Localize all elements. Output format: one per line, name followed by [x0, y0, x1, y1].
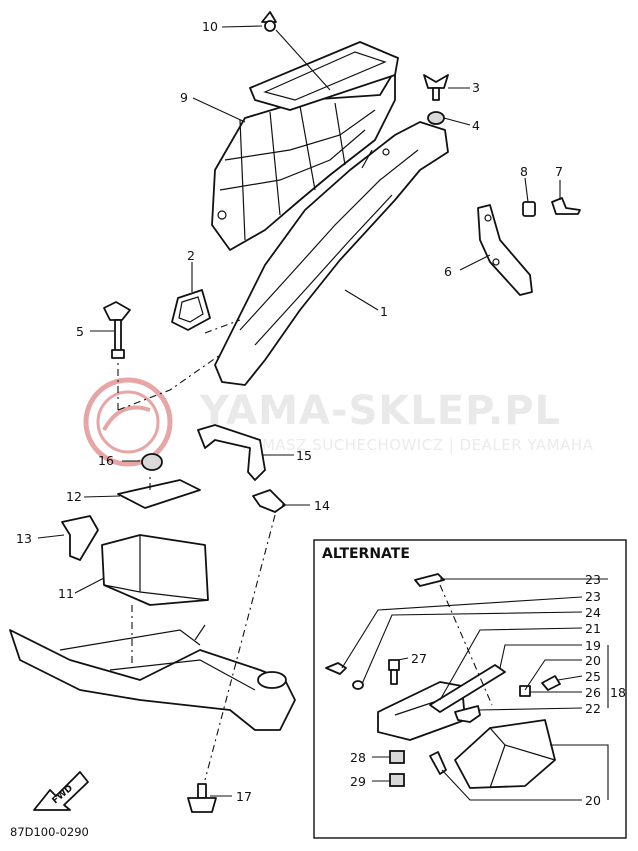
alt-callout-24: 24 — [585, 605, 601, 620]
part-bracket-12 — [117, 479, 201, 509]
part-strap-15 — [197, 424, 266, 481]
alt-callout-25: 25 — [585, 669, 601, 684]
alt-callout-19: 19 — [585, 638, 601, 653]
watermark-subtitle: TOMASZ SUCHECHOWICZ | DEALER YAMAHA — [239, 436, 594, 454]
alt-callout-18: 18 — [610, 685, 626, 700]
callout-15: 15 — [296, 448, 312, 463]
watermark-title: YAMA-SKLEP.PL — [199, 388, 561, 434]
alt-callout-29: 29 — [350, 774, 366, 789]
part-wing-bolt-10 — [261, 11, 277, 32]
alt-part-bolt-23 — [325, 662, 347, 675]
alt-part-battery-box — [454, 719, 556, 789]
callout-14: 14 — [314, 498, 330, 513]
alt-callout-20b: 20 — [585, 793, 601, 808]
alt-part-clip-22 — [454, 705, 481, 723]
alternate-section: ALTERNATE — [313, 539, 627, 839]
part-duct-1 — [214, 121, 449, 386]
callout-3: 3 — [472, 80, 480, 95]
alt-part-rail-19 — [429, 664, 506, 713]
watermark: YAMA-SKLEP.PL TOMASZ SUCHECHOWICZ | DEAL… — [83, 377, 594, 467]
part-frame — [9, 624, 296, 731]
callout-7: 7 — [555, 164, 563, 179]
callout-2: 2 — [187, 248, 195, 263]
alt-part-screw-25 — [541, 675, 561, 691]
part-screw-7 — [551, 197, 581, 215]
part-battery-11 — [101, 534, 209, 606]
part-bracket-13 — [61, 515, 99, 561]
callout-11: 11 — [58, 586, 74, 601]
part-grommet-16 — [141, 453, 163, 471]
part-nut-8 — [522, 201, 536, 217]
alt-callout-23b: 23 — [585, 589, 601, 604]
part-clip-14 — [252, 489, 286, 513]
callout-16: 16 — [98, 453, 114, 468]
alt-part-screw-20 — [429, 751, 447, 775]
callouts: 10 9 3 4 8 7 2 6 1 5 16 15 12 14 13 11 1… — [10, 19, 563, 839]
alt-callout-23a: 23 — [585, 572, 601, 587]
alt-part-nut-29 — [389, 773, 405, 787]
alt-callout-21: 21 — [585, 621, 601, 636]
alt-callout-20a: 20 — [585, 653, 601, 668]
part-wing-bolt-3 — [423, 74, 449, 101]
alt-callout-28: 28 — [350, 750, 366, 765]
alt-part-nut-28 — [389, 750, 405, 764]
callout-10: 10 — [202, 19, 218, 34]
alt-part-nut-26 — [519, 685, 531, 697]
fwd-arrow-icon: FWD — [33, 771, 89, 811]
alt-part-washer-24 — [352, 680, 364, 690]
part-grommet-4 — [427, 111, 445, 125]
alt-callout-26: 26 — [585, 685, 601, 700]
callout-8: 8 — [520, 164, 528, 179]
alt-callout-22: 22 — [585, 701, 601, 716]
callout-13: 13 — [16, 531, 32, 546]
alt-callout-27: 27 — [411, 651, 427, 666]
alternate-title: ALTERNATE — [322, 546, 410, 562]
part-bolt-17 — [187, 783, 217, 813]
callout-12: 12 — [66, 489, 82, 504]
leader-lines — [37, 25, 561, 797]
diagram-code: 87D100-0290 — [10, 825, 89, 839]
part-bolt-5 — [103, 301, 131, 359]
callout-5: 5 — [76, 324, 84, 339]
watermark-logo — [83, 377, 173, 467]
alt-part-bolt-23b — [414, 573, 445, 587]
callout-4: 4 — [472, 118, 480, 133]
callout-9: 9 — [180, 90, 188, 105]
part-bracket-6 — [477, 204, 533, 296]
alternate-frame — [313, 539, 627, 839]
alt-part-bolt-27 — [388, 659, 400, 685]
callout-6: 6 — [444, 264, 452, 279]
part-air-filter-case — [211, 41, 399, 251]
callout-17: 17 — [236, 789, 252, 804]
callout-1: 1 — [380, 304, 388, 319]
part-gasket-2 — [171, 289, 211, 331]
